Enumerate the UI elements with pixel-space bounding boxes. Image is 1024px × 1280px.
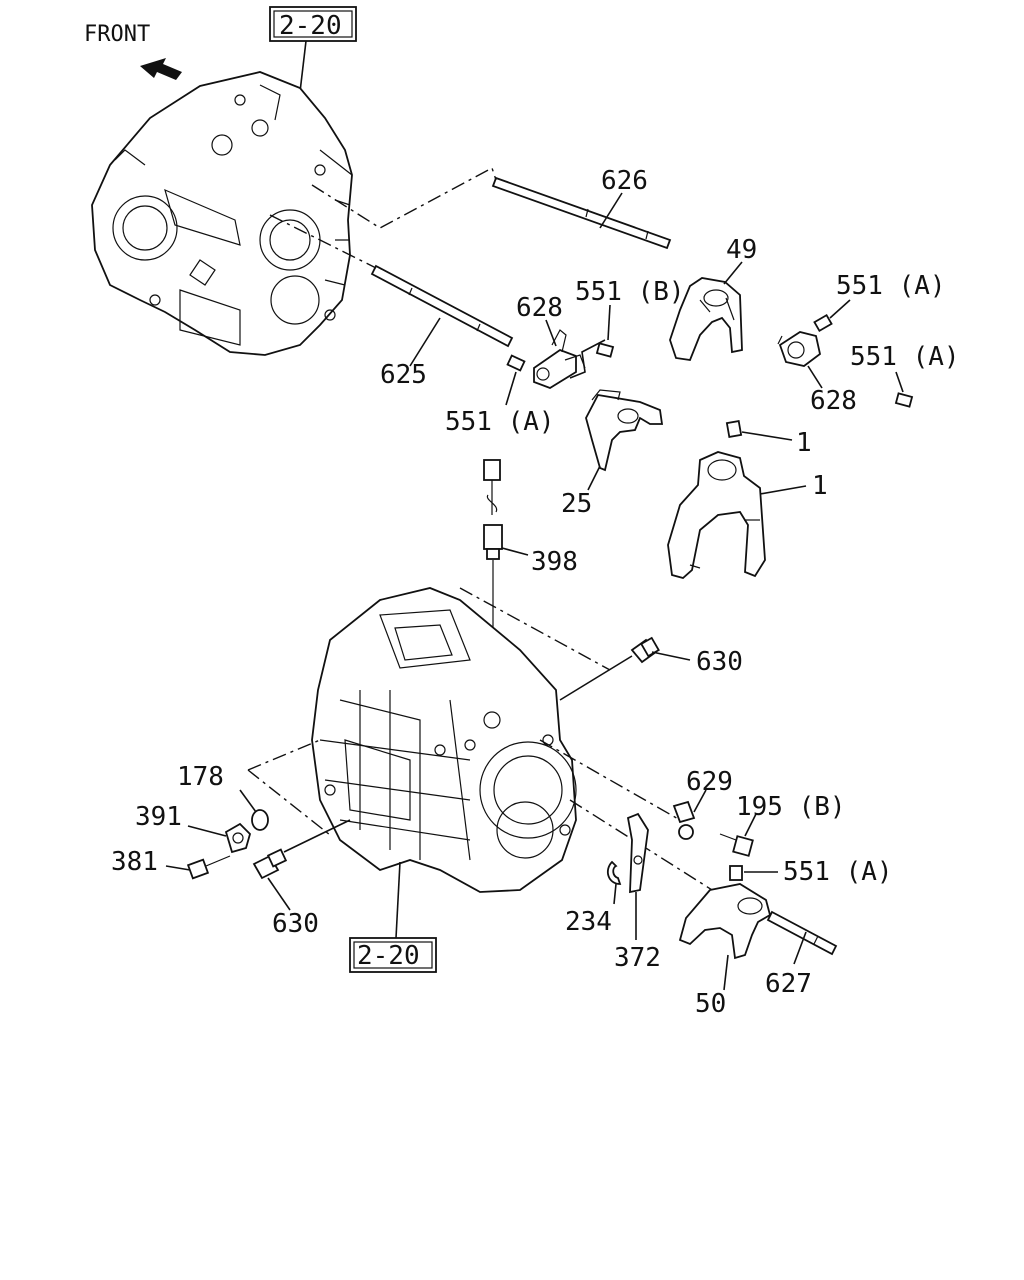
pin-551a-bottom[interactable] [729,865,743,881]
callout-551b[interactable]: 551 (B) [575,277,685,307]
pin-551b[interactable] [595,342,615,358]
ref-box-bottom-text: 2-20 [357,941,420,971]
callout-234[interactable]: 234 [565,907,612,937]
callout-630-top[interactable]: 630 [696,647,743,677]
ref-box-top-text: 2-20 [279,11,342,41]
plug-630-top[interactable] [630,636,660,664]
pin-551a-far-right[interactable] [894,392,914,408]
front-label: FRONT [84,22,150,47]
callout-551a-far-right[interactable]: 551 (A) [850,342,960,372]
callout-372[interactable]: 372 [614,943,661,973]
callout-551a-bottom[interactable]: 551 (A) [783,857,893,887]
callout-551a-fork1[interactable]: 1 [796,428,812,458]
callout-195b[interactable]: 195 (B) [736,792,846,822]
callout-630-bottom[interactable]: 630 [272,909,319,939]
callout-627[interactable]: 627 [765,969,812,999]
oring-178[interactable] [251,809,269,831]
bolt-195b[interactable] [719,833,754,857]
callout-551a-top-right[interactable]: 551 (A) [836,271,946,301]
callout-625[interactable]: 625 [380,360,427,390]
callout-25[interactable]: 25 [561,489,592,519]
clip-234[interactable] [606,860,622,885]
block-628-right[interactable] [777,331,822,367]
shift-rod-627[interactable] [766,910,838,956]
shift-fork-25[interactable] [585,389,664,472]
callout-626[interactable]: 626 [601,166,648,196]
shift-fork-49[interactable] [669,277,743,361]
callout-49[interactable]: 49 [726,235,757,265]
ref-box-top[interactable]: 2-20 [269,6,357,42]
callout-381[interactable]: 381 [111,847,158,877]
callout-178[interactable]: 178 [177,762,224,792]
pin-551a-fork1[interactable] [725,420,743,438]
shift-rod-625[interactable] [370,264,514,348]
pin-551a-top-right[interactable] [813,313,833,333]
clutch-housing[interactable] [91,71,353,356]
transmission-case[interactable] [311,587,577,893]
bracket-629[interactable] [672,800,696,840]
bolt-381[interactable] [186,855,231,880]
ref-box-bottom[interactable]: 2-20 [349,937,437,973]
shift-rod-626[interactable] [491,176,672,250]
block-628-left[interactable] [533,329,586,389]
switch-398[interactable] [483,459,503,560]
front-arrow-icon [140,58,182,80]
shift-fork-1[interactable] [667,451,766,579]
callout-391[interactable]: 391 [135,802,182,832]
callout-629[interactable]: 629 [686,767,733,797]
sensor-391[interactable] [224,822,252,854]
plug-630-bottom[interactable] [252,848,288,880]
callout-628-left[interactable]: 628 [516,293,563,323]
lever-372[interactable] [626,812,649,894]
callout-551a-left[interactable]: 551 (A) [445,407,555,437]
callout-1-label[interactable]: 1 [812,471,828,501]
callout-398[interactable]: 398 [531,547,578,577]
callout-628-right[interactable]: 628 [810,386,857,416]
shift-fork-50[interactable] [678,883,772,960]
pin-551a-left[interactable] [506,354,526,372]
callout-50[interactable]: 50 [695,989,726,1019]
